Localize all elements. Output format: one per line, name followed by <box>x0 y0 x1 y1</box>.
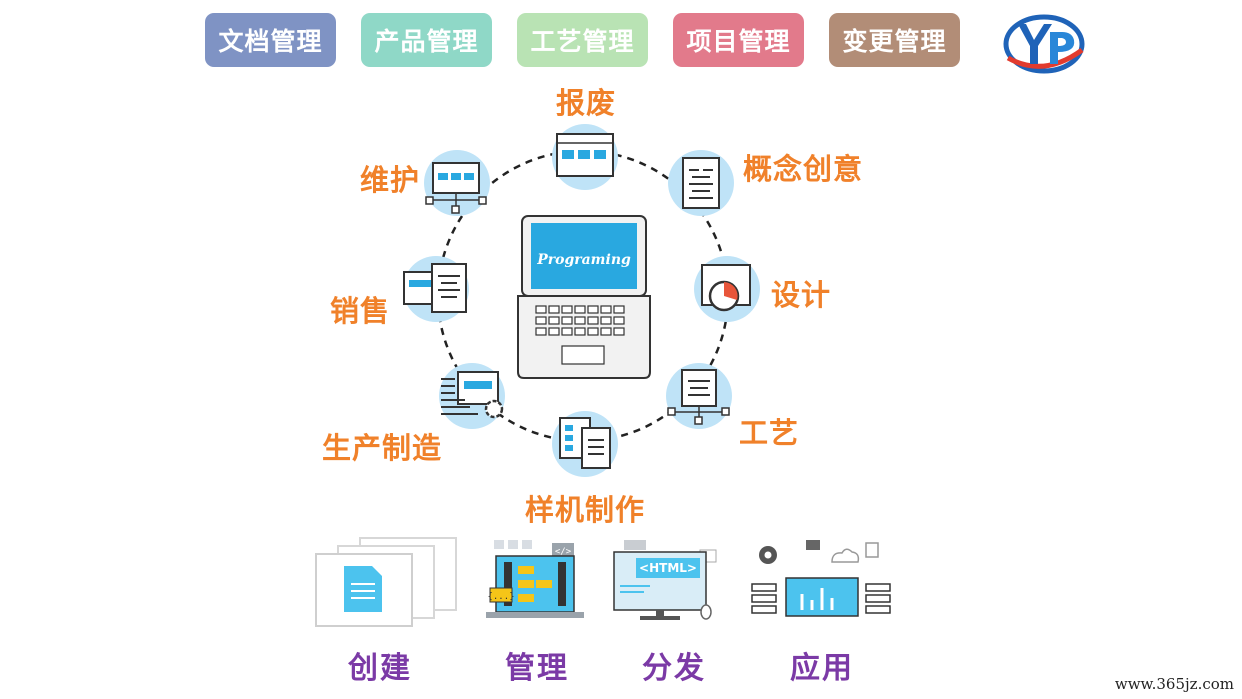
svg-text:{...}: {...} <box>487 592 514 602</box>
tab-process-management[interactable]: 工艺管理 <box>517 13 648 67</box>
stage-process-icon <box>666 363 732 429</box>
stage-prototype-icon <box>552 411 618 477</box>
step-label-manage: 管理 <box>505 651 569 686</box>
step-label-distribute: 分发 <box>642 651 706 686</box>
stage-scrap-icon <box>552 124 618 190</box>
html-badge-text: <HTML> <box>639 561 697 575</box>
stage-maintenance-icon <box>424 150 490 216</box>
apply-dashboard-icon <box>751 540 891 617</box>
yd-logo-icon <box>1003 14 1085 74</box>
create-documents-icon <box>315 537 457 627</box>
stage-label-concept: 概念创意 <box>743 152 864 186</box>
tab-document-management[interactable]: 文档管理 <box>205 13 336 67</box>
laptop-icon: Programing <box>517 215 651 379</box>
step-label-create: 创建 <box>348 651 412 686</box>
stage-label-design: 设计 <box>771 278 832 312</box>
stage-manufacturing-icon <box>439 363 505 429</box>
stage-label-prototype: 样机制作 <box>525 493 646 527</box>
watermark: www.365jz.com <box>1114 675 1234 693</box>
distribute-html-monitor-icon: <HTML> <box>613 540 717 620</box>
stage-label-scrap: 报废 <box>556 86 617 120</box>
stage-design-icon <box>694 256 760 322</box>
stage-label-maintenance: 维护 <box>360 163 421 197</box>
stage-label-manufacturing: 生产制造 <box>322 431 443 465</box>
step-label-apply: 应用 <box>790 651 854 686</box>
stage-label-sales: 销售 <box>330 294 391 328</box>
manage-flowchart-icon: </> {...} <box>486 540 584 618</box>
tab-project-management[interactable]: 项目管理 <box>673 13 804 67</box>
stage-label-process: 工艺 <box>739 416 800 450</box>
tab-change-management[interactable]: 变更管理 <box>829 13 960 67</box>
svg-text:</>: </> <box>555 547 572 557</box>
stage-concept-icon <box>668 150 734 216</box>
tab-product-management[interactable]: 产品管理 <box>361 13 492 67</box>
laptop-screen-text: Programing <box>536 252 631 268</box>
stage-sales-icon <box>403 256 469 322</box>
